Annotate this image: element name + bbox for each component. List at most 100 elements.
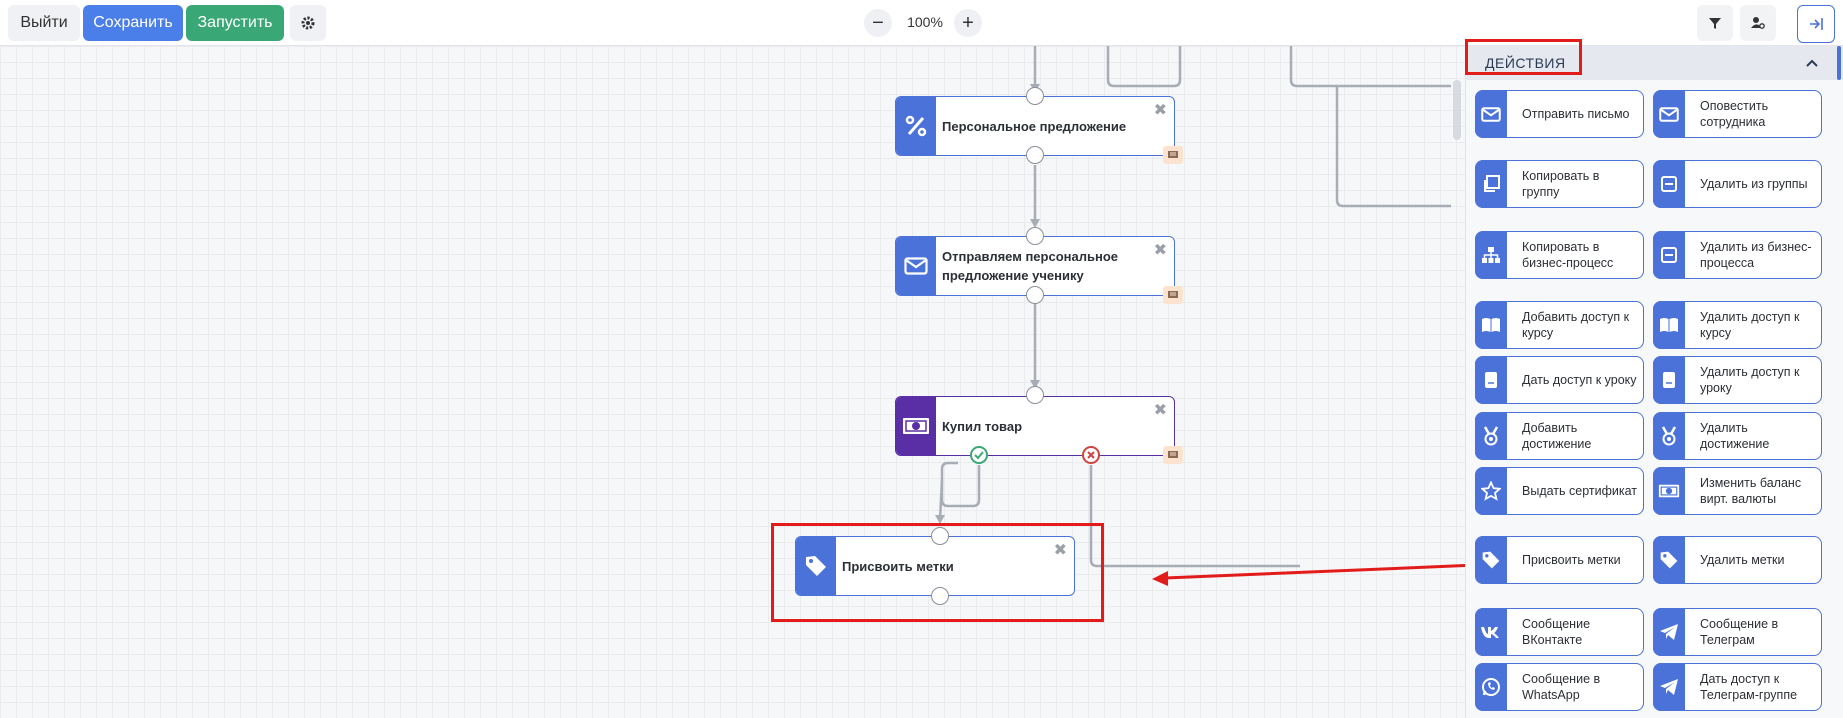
- comment-icon[interactable]: [1163, 146, 1183, 164]
- action-label: Присвоить метки: [1522, 553, 1621, 567]
- money-icon: [903, 418, 929, 434]
- comment-icon[interactable]: [1163, 286, 1183, 304]
- minus-box-icon: [1653, 231, 1685, 279]
- workflow-node[interactable]: Купил товар ✖: [895, 396, 1183, 464]
- user-search-button[interactable]: [1740, 5, 1776, 41]
- output-port[interactable]: [931, 587, 949, 605]
- telegram-icon: [1653, 608, 1685, 656]
- action-card[interactable]: Изменить баланс вирт. валюты: [1653, 467, 1822, 515]
- actions-panel: ДЕЙСТВИЯ Отправить письмо Оповестить сотр…: [1453, 39, 1843, 718]
- cross-icon: [1087, 451, 1095, 459]
- collapse-right-icon: [1810, 18, 1823, 30]
- action-label: Оповестить сотрудника: [1700, 99, 1769, 129]
- exit-button[interactable]: Выйти: [8, 5, 80, 41]
- tag-icon: [1653, 536, 1685, 584]
- action-label: Удалить доступ к уроку: [1700, 365, 1800, 395]
- node-label: Присвоить метки: [842, 558, 954, 574]
- action-card[interactable]: Присвоить метки: [1475, 536, 1644, 584]
- title-highlight-box: [1465, 39, 1582, 75]
- action-label: Удалить из группы: [1700, 177, 1808, 191]
- workflow-canvas[interactable]: [0, 46, 1465, 718]
- action-card[interactable]: Дать доступ к Телеграм-группе: [1653, 663, 1822, 711]
- action-label: Сообщение в WhatsApp: [1522, 672, 1601, 702]
- medal-icon: [1475, 412, 1507, 460]
- no-port[interactable]: [1082, 446, 1100, 464]
- close-icon[interactable]: ✖: [1153, 242, 1167, 259]
- node-label: Купил товар: [942, 418, 1023, 434]
- input-port[interactable]: [1026, 87, 1044, 105]
- input-port[interactable]: [1026, 227, 1044, 245]
- action-label: Выдать сертификат: [1522, 484, 1638, 498]
- action-label: Добавить достижение: [1522, 421, 1592, 451]
- zoom-out-button[interactable]: −: [864, 9, 892, 37]
- save-button[interactable]: Сохранить: [83, 5, 183, 41]
- action-card[interactable]: Дать доступ к уроку: [1475, 356, 1644, 404]
- action-label: Отправить письмо: [1522, 107, 1630, 121]
- node-icon-box: [896, 397, 936, 455]
- action-label: Копировать в бизнес-процесс: [1522, 240, 1614, 270]
- telegram-icon: [1653, 663, 1685, 711]
- action-card[interactable]: Удалить метки: [1653, 536, 1822, 584]
- action-card[interactable]: Удалить достижение: [1653, 412, 1822, 460]
- node-icon-box: [896, 237, 936, 295]
- top-toolbar: Выйти Сохранить Запустить − 100% +: [0, 0, 1843, 46]
- close-icon[interactable]: ✖: [1053, 542, 1067, 559]
- book-icon: [1653, 301, 1685, 349]
- user-search-icon: [1751, 17, 1765, 29]
- action-label: Добавить доступ к курсу: [1522, 310, 1630, 340]
- comment-icon[interactable]: [1163, 446, 1183, 464]
- action-card[interactable]: Копировать в группу: [1475, 160, 1644, 208]
- action-card[interactable]: Удалить из бизнес-процесса: [1653, 231, 1822, 279]
- input-port[interactable]: [1026, 386, 1044, 404]
- action-card[interactable]: Сообщение ВКонтакте: [1475, 608, 1644, 656]
- scroll-track[interactable]: [1453, 80, 1461, 140]
- settings-button[interactable]: [290, 5, 326, 41]
- action-card[interactable]: Выдать сертификат: [1475, 467, 1644, 515]
- vk-icon: [1475, 608, 1507, 656]
- output-port[interactable]: [1026, 146, 1044, 164]
- lesson-icon: [1475, 356, 1507, 404]
- action-card[interactable]: Удалить из группы: [1653, 160, 1822, 208]
- action-card[interactable]: Удалить доступ к уроку: [1653, 356, 1822, 404]
- action-card[interactable]: Сообщение в WhatsApp: [1475, 663, 1644, 711]
- action-label: Дать доступ к Телеграм-группе: [1700, 672, 1798, 702]
- action-label: Сообщение в Телеграм: [1700, 617, 1779, 647]
- close-icon[interactable]: ✖: [1153, 102, 1167, 119]
- lesson-icon: [1653, 356, 1685, 404]
- run-button[interactable]: Запустить: [186, 5, 284, 41]
- action-label: Сообщение ВКонтакте: [1522, 617, 1591, 647]
- action-card[interactable]: Копировать в бизнес-процесс: [1475, 231, 1644, 279]
- check-icon: [974, 451, 984, 460]
- chevron-up-icon[interactable]: [1805, 58, 1819, 68]
- action-label: Удалить из бизнес-процесса: [1700, 240, 1812, 270]
- node-label: Персональное предложение: [942, 118, 1127, 134]
- workflow-node[interactable]: Присвоить метки ✖: [795, 536, 1075, 596]
- yes-port[interactable]: [970, 446, 988, 464]
- copy-icon: [1475, 160, 1507, 208]
- action-card[interactable]: Оповестить сотрудника: [1653, 90, 1822, 138]
- action-card[interactable]: Сообщение в Телеграм: [1653, 608, 1822, 656]
- actions-panel-title: ДЕЙСТВИЯ: [1485, 55, 1566, 71]
- zoom-level: 100%: [907, 14, 943, 30]
- tag-icon: [1475, 536, 1507, 584]
- action-card[interactable]: Добавить доступ к курсу: [1475, 301, 1644, 349]
- envelope-icon: [1475, 90, 1507, 138]
- action-card[interactable]: Добавить достижение: [1475, 412, 1644, 460]
- filter-button[interactable]: [1697, 5, 1733, 41]
- envelope-icon: [1653, 90, 1685, 138]
- tag-icon: [806, 556, 826, 576]
- action-label: Удалить достижение: [1700, 421, 1770, 451]
- input-port[interactable]: [931, 527, 949, 545]
- scrollbar-thumb[interactable]: [1837, 46, 1841, 80]
- collapse-panel-button[interactable]: [1797, 5, 1835, 43]
- star-icon: [1475, 467, 1507, 515]
- highlight-box: [771, 523, 1104, 622]
- zoom-in-button[interactable]: +: [954, 9, 982, 37]
- action-label: Дать доступ к уроку: [1522, 373, 1637, 387]
- node-icon-box: [796, 537, 836, 595]
- filter-icon: [1709, 18, 1721, 29]
- close-icon[interactable]: ✖: [1153, 402, 1167, 419]
- action-card[interactable]: Удалить доступ к курсу: [1653, 301, 1822, 349]
- action-card[interactable]: Отправить письмо: [1475, 90, 1644, 138]
- output-port[interactable]: [1026, 286, 1044, 304]
